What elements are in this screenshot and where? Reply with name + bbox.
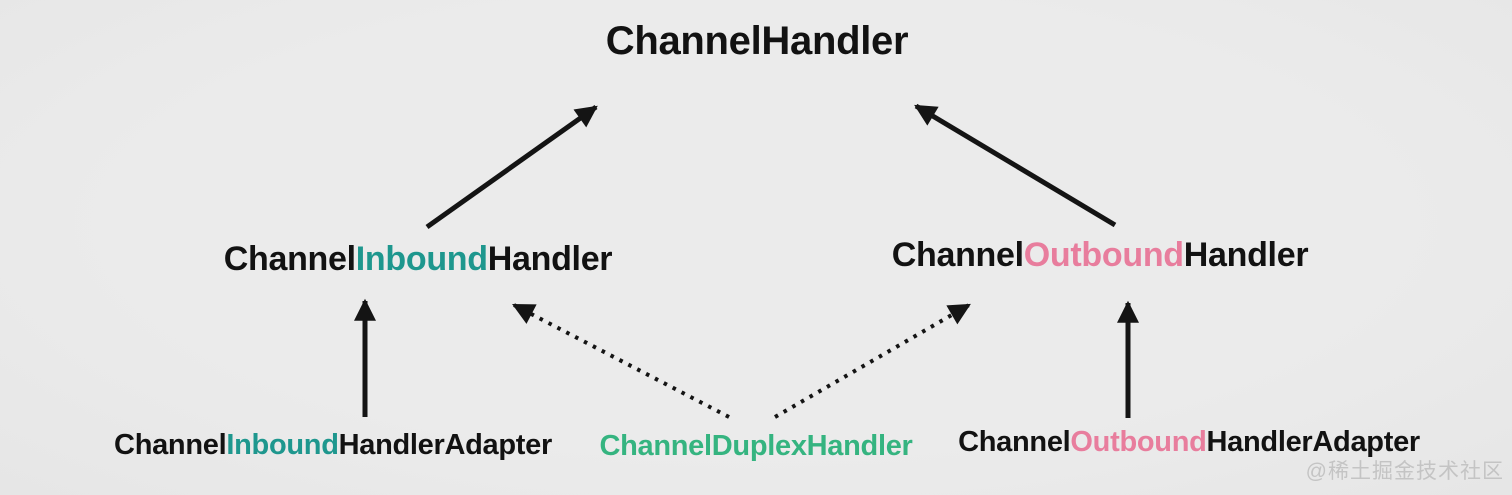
- edge-inbound-to-channelhandler: [425, 104, 598, 230]
- node-text-segment-outbound: Outbound: [1023, 236, 1184, 274]
- watermark: @稀土掘金技术社区: [1305, 460, 1504, 483]
- node-channel-inbound-handler: ChannelInboundHandler: [224, 242, 613, 276]
- node-text-segment: Channel: [891, 236, 1024, 274]
- node-text-segment: HandlerAdapter: [1206, 426, 1421, 458]
- node-text-segment-inbound: Inbound: [226, 429, 339, 461]
- node-text-segment-duplex: ChannelDuplexHandler: [599, 430, 913, 462]
- node-channel-outbound-handler-adapter: ChannelOutboundHandlerAdapter: [958, 428, 1420, 457]
- node-text-segment: Channel: [958, 426, 1071, 458]
- node-text-segment: ChannelHandler: [605, 19, 909, 63]
- node-channel-duplex-handler: ChannelDuplexHandler: [599, 432, 912, 461]
- edge-duplex-to-outbound-dotted: [774, 303, 971, 419]
- node-channel-outbound-handler: ChannelOutboundHandler: [892, 238, 1309, 272]
- node-text-segment: Channel: [223, 240, 356, 278]
- node-text-segment-inbound: Inbound: [355, 240, 488, 278]
- node-channel-handler: ChannelHandler: [606, 21, 909, 61]
- node-text-segment: Channel: [114, 429, 227, 461]
- node-text-segment-outbound: Outbound: [1070, 426, 1207, 458]
- node-text-segment: HandlerAdapter: [338, 429, 553, 461]
- node-text-segment: Handler: [1183, 236, 1309, 274]
- edge-duplex-to-inbound-dotted: [512, 303, 730, 419]
- node-channel-inbound-handler-adapter: ChannelInboundHandlerAdapter: [114, 431, 552, 460]
- node-text-segment: Handler: [487, 240, 613, 278]
- edge-outbound-to-channelhandler: [914, 103, 1117, 228]
